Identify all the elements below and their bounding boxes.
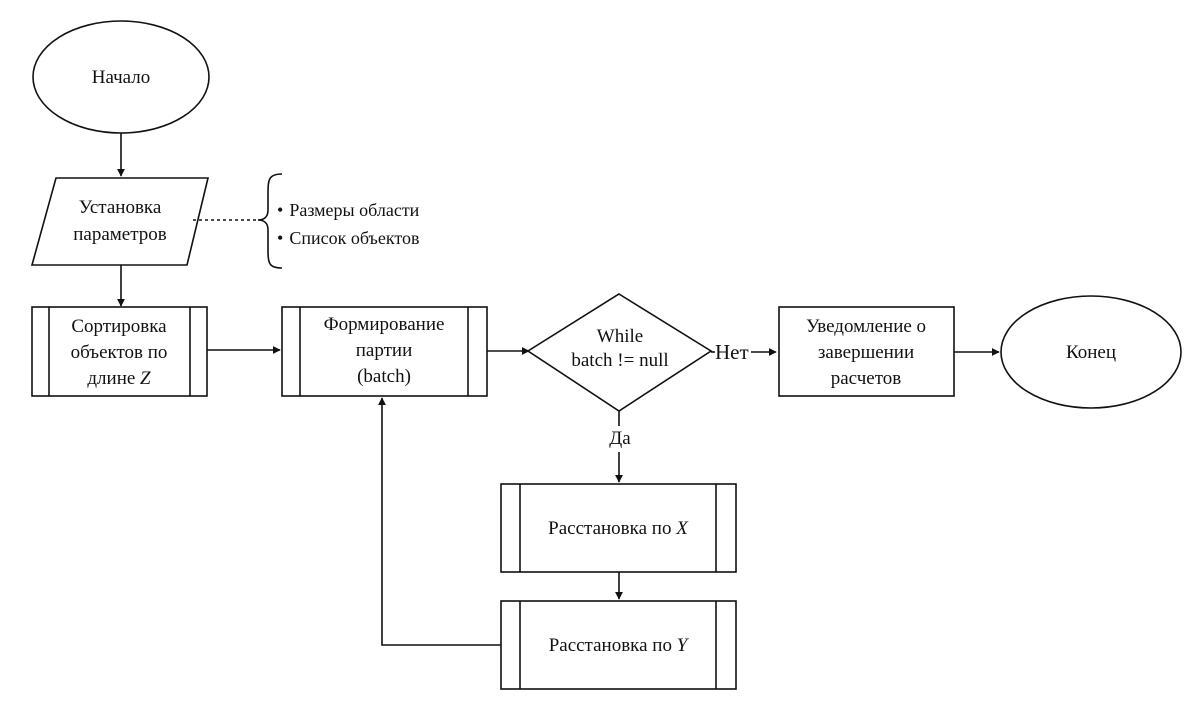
notes-brace xyxy=(257,173,283,269)
place-y-label: Расстановка по Y xyxy=(549,635,690,656)
notify-node: Уведомление о завершении расчетов xyxy=(778,306,955,397)
params-notes: •Размеры области •Список объектов xyxy=(277,200,420,248)
batch-label-line1: Формирование xyxy=(324,314,445,335)
start-label: Начало xyxy=(92,67,151,88)
batch-node: Формирование партии (batch) xyxy=(281,306,488,397)
notify-label-line3: расчетов xyxy=(831,368,902,389)
params-label-line2: параметров xyxy=(73,224,167,245)
params-node: Установка параметров xyxy=(30,177,210,266)
sort-label-line1: Сортировка xyxy=(71,316,167,337)
end-label: Конец xyxy=(1066,342,1116,363)
while-node: While batch != null xyxy=(526,293,713,412)
place-y-node: Расстановка по Y xyxy=(500,600,737,690)
note-item-2: •Список объектов xyxy=(277,228,419,248)
edge-no-label: Нет xyxy=(715,340,749,364)
note-item-1: •Размеры области xyxy=(277,200,420,220)
place-x-node: Расстановка по X xyxy=(500,483,737,573)
batch-label-line3: (batch) xyxy=(357,366,411,387)
sort-node: Сортировка объектов по длине Z xyxy=(31,306,208,397)
notify-label-line1: Уведомление о xyxy=(806,316,926,337)
sort-label-line3: длине Z xyxy=(87,368,151,389)
edge-loop-to-batch xyxy=(378,397,501,646)
batch-label-line2: партии xyxy=(356,340,413,361)
place-x-label: Расстановка по X xyxy=(548,518,689,539)
start-node: Начало xyxy=(32,20,210,134)
params-label-line1: Установка xyxy=(79,197,162,218)
notify-label-line2: завершении xyxy=(818,342,914,363)
edge-yes-label: Да xyxy=(609,428,631,449)
sort-label-line2: объектов по xyxy=(71,342,168,363)
while-label-line2: batch != null xyxy=(571,350,668,371)
while-label-line1: While xyxy=(597,326,643,347)
end-node: Конец xyxy=(1000,295,1182,409)
